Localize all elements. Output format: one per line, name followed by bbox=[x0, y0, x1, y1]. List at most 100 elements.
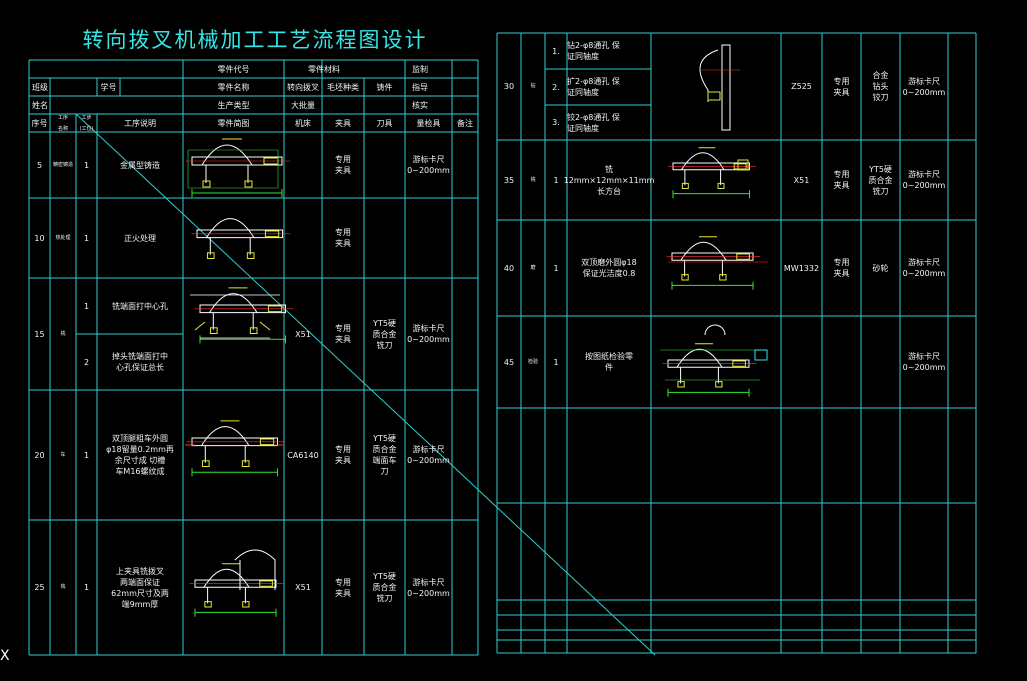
col-process-name: 工序 名称 bbox=[57, 114, 68, 132]
sketch-20-dim bbox=[191, 468, 278, 477]
sketch-5-dim bbox=[191, 189, 283, 197]
sketch-40-legs bbox=[684, 260, 723, 277]
row-10-step: 1 bbox=[83, 233, 90, 243]
row-40-machine: MW1332 bbox=[783, 263, 820, 273]
row-30-seq: 30 bbox=[503, 82, 515, 91]
row-15-step-1: 1 bbox=[83, 301, 90, 311]
sketch-35-block bbox=[737, 159, 749, 171]
row-5-step: 1 bbox=[83, 160, 90, 170]
sketch-35-pad-right bbox=[717, 182, 725, 189]
sketch-15-thread bbox=[267, 305, 283, 313]
col-description: 工序说明 bbox=[124, 119, 156, 128]
row-25-name: 铣 bbox=[60, 584, 66, 590]
row-15-name: 铣 bbox=[60, 330, 66, 337]
row-20-name: 车 bbox=[60, 451, 66, 458]
sketch-35-dim bbox=[672, 190, 750, 199]
hdr-part-name: 零件名称 bbox=[217, 83, 250, 92]
hdr-part-material: 零件材料 bbox=[308, 65, 340, 74]
col-tool: 刀具 bbox=[376, 119, 393, 128]
row-15-gauge: 游标卡尺 0~200mm bbox=[407, 324, 450, 344]
sketch-40-pad-left bbox=[681, 274, 689, 281]
sketch-10-pad-left bbox=[206, 252, 215, 260]
sketch-20-arch bbox=[201, 426, 250, 446]
hdr-blank-type-value: 铸件 bbox=[376, 83, 393, 92]
row-30-desc-2: 扩2-φ8通孔 保 证同轴度 bbox=[567, 77, 620, 97]
sketch-15-dim bbox=[199, 335, 286, 344]
row-10-name: 热处理 bbox=[55, 234, 71, 241]
sketch-20-legs bbox=[204, 445, 246, 463]
sketch-15-clamps bbox=[194, 321, 271, 331]
row-15-step-2: 2 bbox=[83, 357, 90, 367]
sketch-5-frame bbox=[187, 149, 279, 189]
sketch-45-dim bbox=[667, 388, 750, 397]
part-sketches bbox=[185, 44, 768, 617]
hdr-name: 姓名 bbox=[32, 101, 48, 110]
row-45-name: 检验 bbox=[527, 358, 538, 365]
row-40-gauge: 游标卡尺 0~200mm bbox=[902, 258, 946, 278]
row-20-gauge: 游标卡尺 0~200mm bbox=[407, 445, 450, 465]
row-5-desc: 金属型铸造 bbox=[120, 160, 160, 170]
row-25-seq: 25 bbox=[34, 583, 45, 592]
sketch-25-pad-right bbox=[242, 601, 250, 608]
sketch-20-pad-left bbox=[201, 460, 210, 467]
table-grid bbox=[28, 32, 977, 656]
row-45-desc: 按图纸检验零 件 bbox=[585, 352, 633, 372]
sketch-45-pad-left bbox=[677, 381, 685, 388]
hdr-blank-type: 毛坯种类 bbox=[327, 83, 359, 92]
sketch-15-pad-right bbox=[249, 327, 258, 334]
row-40-tool: 砂轮 bbox=[872, 263, 889, 273]
row-20-desc: 双顶腿粗车外圆 φ18留量0.2mm再 余尺寸成 切槽 车M16螺纹成 bbox=[106, 434, 174, 476]
sketch-40-pad-right bbox=[719, 274, 727, 281]
hdr-supervise: 监制 bbox=[412, 65, 428, 74]
sketch-45-note bbox=[754, 349, 768, 361]
row-35-gauge: 游标卡尺 0~200mm bbox=[902, 170, 946, 190]
row-25-fixture: 专用 夹具 bbox=[335, 577, 351, 598]
row-25-step: 1 bbox=[83, 583, 90, 592]
row-25-machine: X51 bbox=[295, 583, 311, 592]
sketch-15-pad-left bbox=[209, 327, 218, 334]
col-machine: 机床 bbox=[295, 119, 311, 128]
sketch-40-thread bbox=[736, 253, 750, 260]
sketch-5-shaft bbox=[191, 156, 283, 166]
col-sketch: 零件简图 bbox=[217, 119, 250, 128]
row-30-step-3: 3. bbox=[552, 118, 560, 127]
row-5-seq: 5 bbox=[36, 160, 43, 170]
row-30-tool: 合金 钻头 铰刀 bbox=[872, 71, 889, 102]
row-10-fixture: 专用 夹具 bbox=[335, 228, 351, 248]
hdr-student-no: 学号 bbox=[100, 83, 117, 92]
col-gauge: 量检具 bbox=[416, 119, 441, 128]
sketch-45-pad-right bbox=[715, 381, 723, 388]
sketch-5-legs bbox=[205, 165, 249, 183]
sketch-20-thread bbox=[259, 438, 275, 446]
sketch-25-arch bbox=[203, 568, 250, 588]
sketch-25-thread bbox=[259, 580, 273, 587]
row-30-gauge: 游标卡尺 0~200mm bbox=[902, 76, 946, 97]
row-35-step: 1 bbox=[553, 175, 559, 185]
row-10-desc: 正火处理 bbox=[124, 233, 156, 243]
row-30-fixture: 专用 夹具 bbox=[833, 76, 850, 97]
sketch-10-legs bbox=[209, 237, 251, 255]
sketch-25-pad-left bbox=[204, 601, 212, 608]
sketch-40-shaft bbox=[671, 252, 754, 261]
row-40-seq: 40 bbox=[503, 263, 515, 273]
sketch-25-dim bbox=[194, 608, 277, 617]
drawing-title: 转向拨叉机械加工工艺流程图设计 bbox=[82, 28, 428, 52]
row-45-step: 1 bbox=[553, 357, 559, 367]
row-20-tool: YT5硬 质合金 端面车 刀 bbox=[372, 434, 397, 476]
sketch-10-thread bbox=[264, 230, 280, 238]
sketch-40-dim bbox=[671, 281, 754, 290]
row-45-gauge: 游标卡尺 0~200mm bbox=[902, 352, 946, 372]
col-fixture: 夹具 bbox=[335, 119, 351, 128]
hdr-class: 班级 bbox=[32, 83, 48, 92]
row-30-step-2: 2. bbox=[552, 82, 560, 92]
sketch-25-fork bbox=[234, 549, 276, 590]
row-40-name: 磨 bbox=[530, 264, 536, 271]
row-25-tool: YT5硬 质合金 铣刀 bbox=[372, 572, 397, 603]
sketch-10-pad-right bbox=[246, 252, 255, 260]
row-10-seq: 10 bbox=[34, 233, 45, 243]
row-5-gauge: 游标卡尺 0~200mm bbox=[407, 155, 450, 175]
sketch-35-pad-left bbox=[681, 182, 689, 189]
col-step-no: 工步 (工位) bbox=[79, 114, 94, 132]
row-15-desc-1: 铣端面打中心孔 bbox=[112, 301, 168, 311]
